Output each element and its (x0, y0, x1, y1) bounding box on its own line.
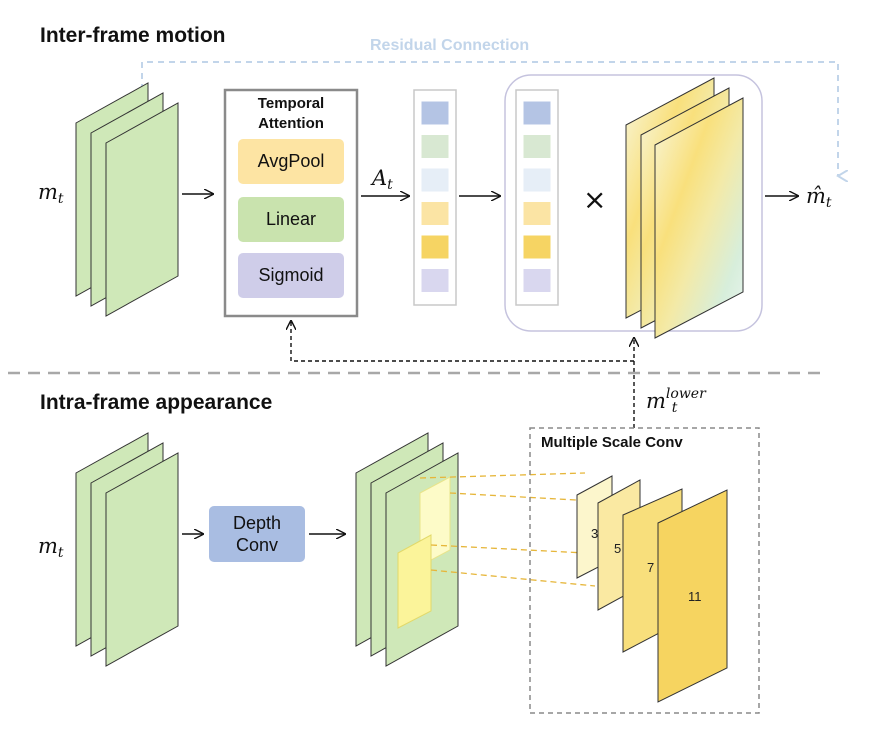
attention-symbol: At (372, 166, 393, 193)
input-symbol-bottom-sub: t (57, 545, 64, 561)
vector-cell (420, 201, 450, 226)
kernel-11: 11 (657, 489, 728, 703)
temporal-attention-title-line2: Attention (258, 115, 324, 132)
depth-conv-block: Depth Conv (209, 506, 305, 562)
vector-cell (420, 167, 450, 193)
depthconv-output-frames (355, 432, 459, 667)
residual-connection-path (141, 61, 838, 176)
output-symbol-base: m̂ (806, 184, 826, 208)
vector-cell (522, 134, 552, 159)
multiple-scale-conv-title: Multiple Scale Conv (541, 434, 683, 451)
vector-cell (522, 100, 552, 126)
lower-feature-symbol-sub: t (671, 400, 678, 416)
attention-vector-copy (515, 89, 559, 306)
avgpool-block: AvgPool (238, 139, 344, 184)
vector-cell (420, 268, 450, 293)
input-symbol-top-sub: t (57, 191, 64, 207)
sigmoid-block: Sigmoid (238, 253, 344, 298)
depth-conv-line1: Depth (232, 513, 282, 533)
input-symbol-bottom-base: m (38, 534, 58, 558)
weighted-frames (625, 77, 744, 339)
output-symbol-sub: t (825, 195, 832, 211)
vector-cell (522, 167, 552, 193)
kernel-11-label: 11 (688, 589, 702, 604)
input-frames-top (75, 82, 179, 317)
attention-symbol-base: A (372, 166, 388, 190)
vector-cell (420, 134, 450, 159)
temporal-attention-title: Temporal Attention (225, 94, 357, 134)
multiply-symbol: × (583, 183, 607, 216)
input-symbol-top-base: m (38, 180, 58, 204)
lower-feature-symbol-base: m (646, 389, 666, 413)
multiple-scale-conv-box (529, 427, 760, 714)
output-symbol: m̂t (806, 184, 832, 211)
input-frames-bottom (75, 432, 179, 667)
linear-block: Linear (238, 197, 344, 242)
vector-cell (420, 234, 450, 260)
vector-cell (522, 234, 552, 260)
scale-connectors (419, 472, 596, 587)
lower-feature-symbol-sup: lower (665, 386, 706, 402)
residual-connection-label: Residual Connection (370, 37, 530, 54)
vector-cell (522, 201, 552, 226)
vector-cell (420, 100, 450, 126)
intra-frame-title: Intra-frame appearance (40, 391, 273, 414)
lower-feature-feedback (291, 321, 634, 428)
kernel-7-label: 7 (647, 560, 654, 575)
kernel-3-label: 3 (591, 526, 598, 541)
input-symbol-top: mt (38, 180, 64, 207)
lower-feature-symbol: mlowert (646, 386, 706, 416)
attention-vector (413, 89, 457, 306)
vector-cell (522, 268, 552, 293)
input-symbol-bottom: mt (38, 534, 64, 561)
temporal-attention-title-line1: Temporal (257, 95, 325, 112)
inter-frame-title: Inter-frame motion (40, 24, 226, 47)
attention-symbol-sub: t (387, 177, 393, 193)
kernel-5-label: 5 (614, 541, 621, 556)
depth-conv-line2: Conv (235, 535, 279, 555)
